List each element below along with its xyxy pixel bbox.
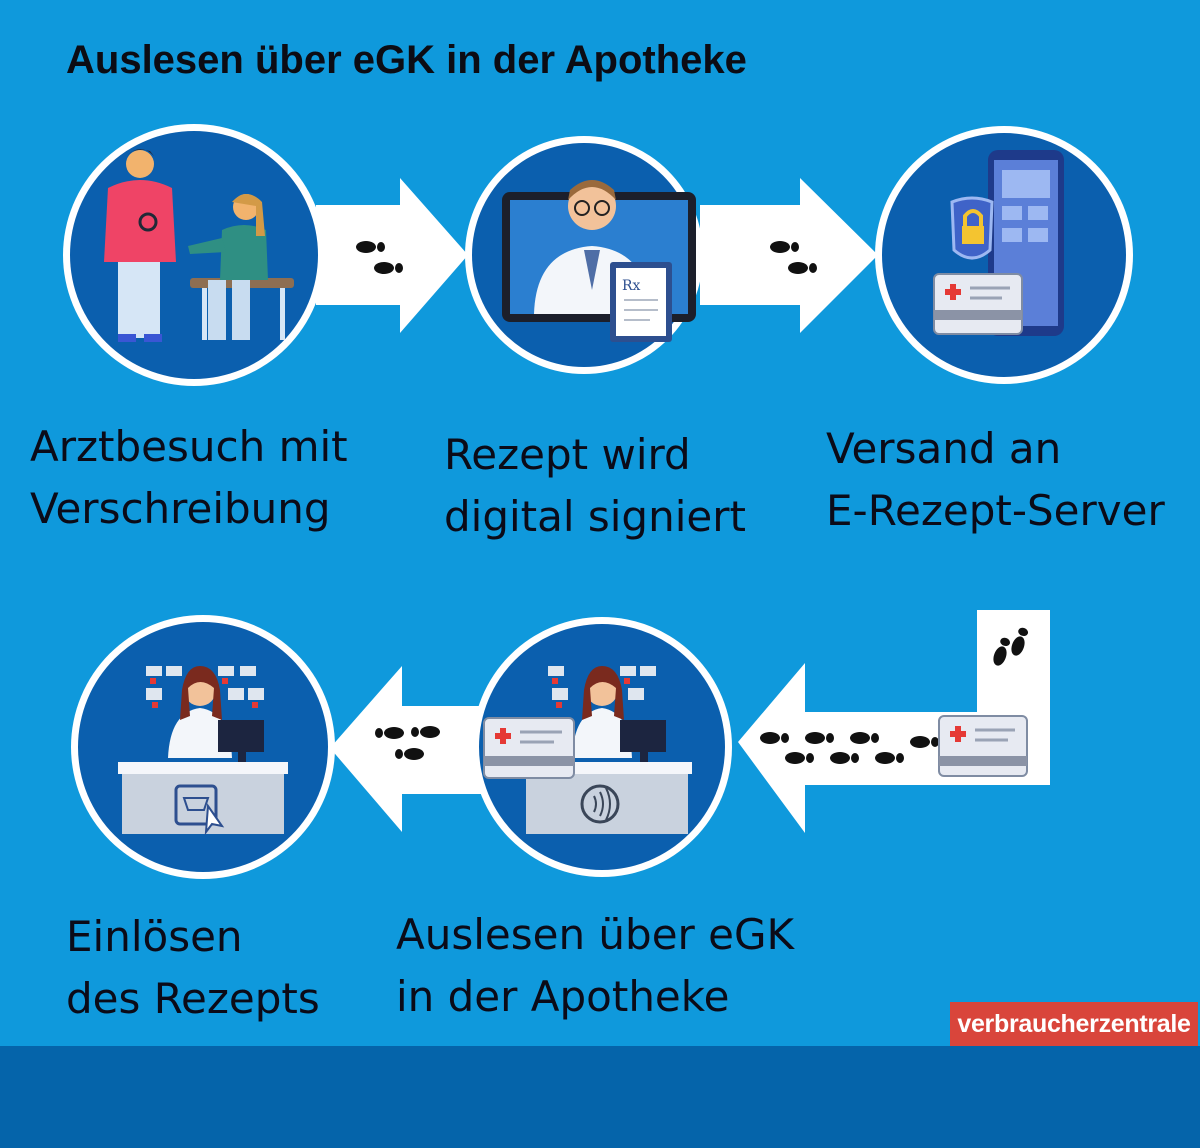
step-1-label-line1: Arztbesuch mit	[30, 422, 348, 471]
doctor-visit-icon	[104, 149, 294, 342]
footer-band	[0, 1046, 1200, 1148]
step-4-label: Einlösen des Rezepts	[66, 906, 320, 1030]
step-1-circle	[63, 124, 325, 386]
arrow-5-to-4	[330, 666, 486, 832]
page-title: Auslesen über eGK in der Apotheke	[66, 38, 747, 82]
step-4-label-line2: des Rezepts	[66, 974, 320, 1023]
arrow-card-to-5	[738, 610, 1050, 833]
pharmacy-card-reader-icon	[483, 666, 692, 834]
step-2-label-line2: digital signiert	[444, 492, 746, 541]
step-5-circle	[472, 617, 732, 877]
step-1-label-line2: Verschreibung	[30, 484, 331, 533]
step-2-label-line1: Rezept wird	[444, 430, 691, 479]
step-1-label: Arztbesuch mit Verschreibung	[30, 416, 348, 540]
arrow-2-to-3	[700, 178, 878, 333]
step-5-label-line1: Auslesen über eGK	[396, 910, 795, 959]
step-2-label: Rezept wird digital signiert	[444, 424, 746, 548]
step-3-label-line2: E-Rezept-Server	[826, 486, 1165, 535]
brand-logo: verbraucherzentrale	[950, 1002, 1198, 1046]
step-5-label: Auslesen über eGK in der Apotheke	[396, 904, 794, 1028]
step-2-circle: Rx	[465, 136, 703, 374]
secure-server-icon	[933, 150, 1064, 336]
step-5-label-line2: in der Apotheke	[396, 972, 730, 1021]
step-4-circle	[71, 615, 335, 879]
step-3-label: Versand an E-Rezept-Server	[826, 418, 1165, 542]
arrow-1-to-2	[316, 178, 468, 333]
step-3-label-line1: Versand an	[826, 424, 1062, 473]
pharmacy-checkout-icon	[118, 666, 288, 836]
step-3-circle	[875, 126, 1133, 384]
step-4-label-line1: Einlösen	[66, 912, 243, 961]
svg-text:Rx: Rx	[622, 278, 641, 294]
signed-prescription-icon: Rx	[502, 180, 696, 342]
health-card-icon	[938, 715, 1028, 777]
